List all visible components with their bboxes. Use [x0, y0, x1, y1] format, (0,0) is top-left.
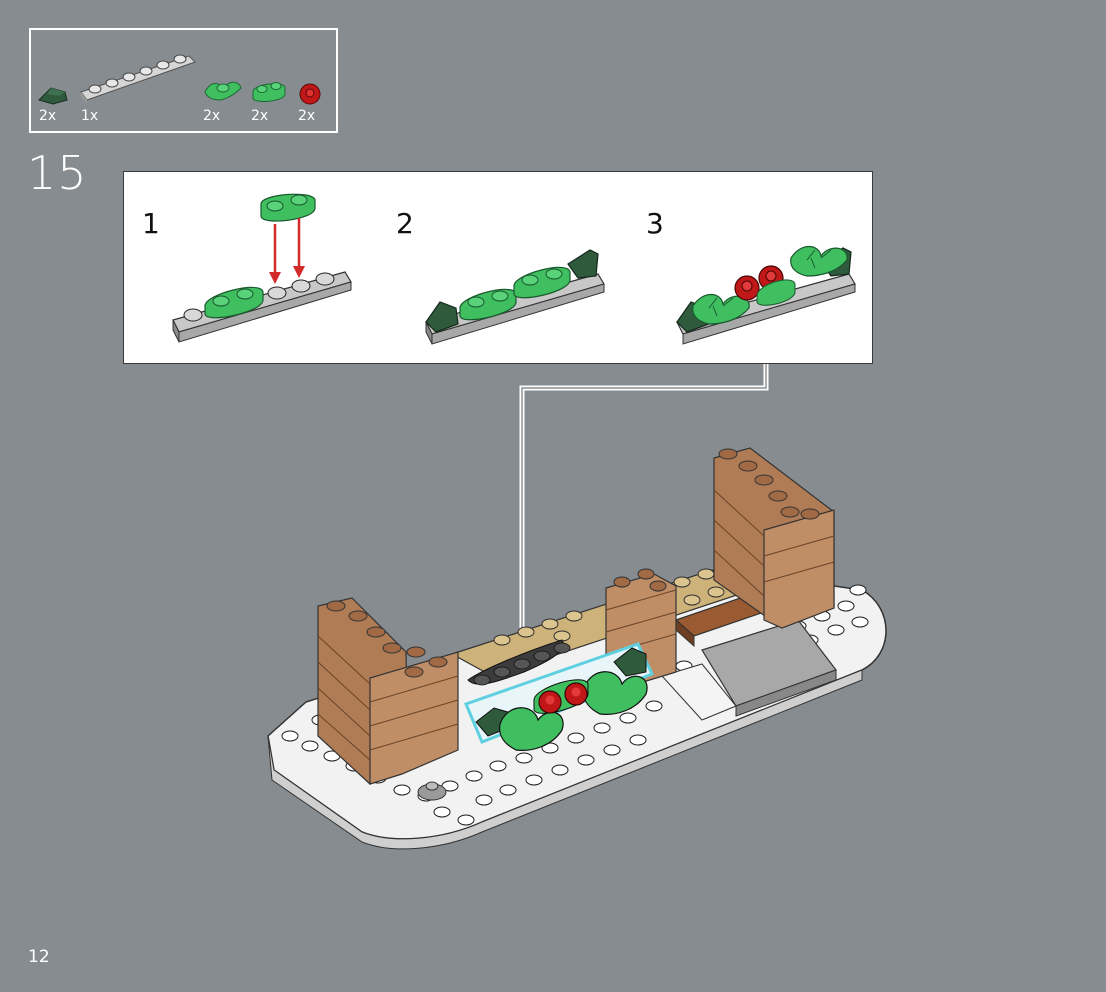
gray-plate-1x6-icon	[80, 54, 196, 104]
dark-green-slope-icon	[38, 87, 68, 105]
substep-2-label: 2	[396, 207, 414, 240]
red-flower-icon	[299, 83, 321, 105]
substeps-panel: 1 2 3	[123, 171, 873, 364]
substep-2-illustration	[425, 249, 605, 345]
part-qty: 2x	[203, 108, 221, 124]
model-illustration	[267, 447, 887, 850]
step-number: 15	[27, 146, 88, 200]
part-qty: 2x	[298, 108, 316, 124]
parts-list: 2x 1x 2x 2x 2x	[29, 28, 338, 133]
green-leaf-icon	[204, 81, 242, 101]
part-qty: 2x	[39, 108, 57, 124]
substep-3-illustration	[676, 245, 856, 345]
substep-1-label: 1	[142, 207, 160, 240]
green-plate-1x2-icon	[252, 82, 286, 102]
substep-3-label: 3	[646, 207, 664, 240]
part-qty: 2x	[251, 108, 269, 124]
substep-1-illustration	[172, 193, 352, 343]
page-number: 12	[28, 947, 50, 967]
part-qty: 1x	[81, 108, 99, 124]
